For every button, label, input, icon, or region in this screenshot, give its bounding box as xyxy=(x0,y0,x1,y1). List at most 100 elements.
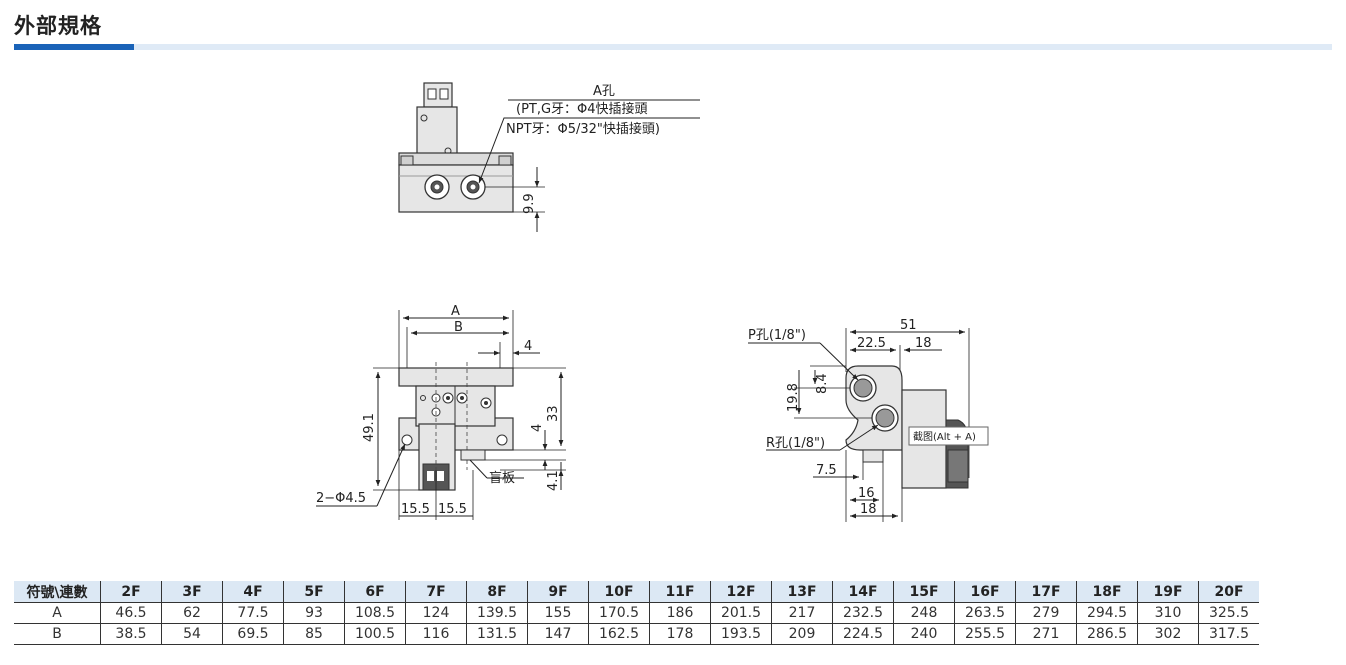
spec-table-cell: 69.5 xyxy=(222,623,284,645)
spec-table-cell: 201.5 xyxy=(710,602,772,624)
port-a-left xyxy=(424,174,450,200)
dim-8-4: 8.4 xyxy=(815,373,830,394)
dim-51: 51 xyxy=(900,318,917,333)
dim-4-top: 4 xyxy=(524,339,532,354)
spec-table-column-header: 18F xyxy=(1076,581,1138,603)
spec-table-column-header: 11F xyxy=(649,581,711,603)
spec-table-cell: 286.5 xyxy=(1076,623,1138,645)
port-r xyxy=(871,404,899,432)
spec-table-cell: 178 xyxy=(649,623,711,645)
spec-table-cell: 217 xyxy=(771,602,833,624)
spec-table-cell: 186 xyxy=(649,602,711,624)
spec-table-cell: 317.5 xyxy=(1198,623,1259,645)
spec-table-cell: 54 xyxy=(161,623,223,645)
spec-table-column-header: 17F xyxy=(1015,581,1077,603)
front-view: A B 4 盲板 xyxy=(316,304,566,520)
spec-table-cell: 279 xyxy=(1015,602,1077,624)
blank-plate-label: 盲板 xyxy=(489,470,515,486)
spec-table-column-header: 7F xyxy=(405,581,467,603)
port-a-right xyxy=(460,174,486,200)
mount-hole-label: 2−Φ4.5 xyxy=(316,491,366,506)
spec-table-column-header: 2F xyxy=(100,581,162,603)
spec-table-column-header: 3F xyxy=(161,581,223,603)
spec-table-cell: 240 xyxy=(893,623,955,645)
spec-table-column-header: 9F xyxy=(527,581,589,603)
spec-table-cell: 302 xyxy=(1137,623,1199,645)
top-view: A孔 (PT,G牙：Φ4快插接頭 NPT牙：Φ5/32"快插接頭) 9.9 xyxy=(398,82,700,232)
dim-49-1: 49.1 xyxy=(362,413,377,442)
spec-table-column-header: 12F xyxy=(710,581,772,603)
spec-table-cell: 224.5 xyxy=(832,623,894,645)
port-p-label: P孔(1/8") xyxy=(748,328,806,343)
dim-19-8: 19.8 xyxy=(786,383,801,412)
front-manifold-top xyxy=(398,367,514,387)
dim-15-5-left: 15.5 xyxy=(401,502,430,517)
spec-table-cell: 248 xyxy=(893,602,955,624)
spec-table-cell: 294.5 xyxy=(1076,602,1138,624)
spec-table-cell: 325.5 xyxy=(1198,602,1259,624)
spec-table-row-label: A xyxy=(14,602,101,624)
dim-18-bottom: 18 xyxy=(860,502,877,517)
spec-table-cell: 147 xyxy=(527,623,589,645)
spec-table-column-header: 10F xyxy=(588,581,650,603)
spec-table-column-header: 6F xyxy=(344,581,406,603)
spec-table-cell: 116 xyxy=(405,623,467,645)
port-a-label: A孔 xyxy=(593,84,615,99)
title-underline-accent xyxy=(14,44,134,50)
spec-table-cell: 232.5 xyxy=(832,602,894,624)
spec-table-cell: 38.5 xyxy=(100,623,162,645)
page-title: 外部規格 xyxy=(14,14,102,38)
port-a-spec-npt: NPT牙：Φ5/32"快插接頭) xyxy=(506,121,660,137)
spec-table-column-header: 8F xyxy=(466,581,528,603)
dim-9-9: 9.9 xyxy=(522,193,537,214)
screenshot-tooltip: 截图(Alt + A) xyxy=(913,430,976,443)
spec-table-cell: 131.5 xyxy=(466,623,528,645)
side-view: 51 22.5 18 P孔(1/8") R孔(1/8") xyxy=(748,318,989,522)
spec-table-cell: 124 xyxy=(405,602,467,624)
spec-table-cell: 100.5 xyxy=(344,623,406,645)
dim-18-top: 18 xyxy=(915,336,932,351)
spec-table-cell: 255.5 xyxy=(954,623,1016,645)
top-coil xyxy=(416,106,458,156)
spec-table-column-header: 5F xyxy=(283,581,345,603)
top-manifold-body xyxy=(398,164,514,213)
mount-hole-left xyxy=(401,434,413,446)
port-r-label: R孔(1/8") xyxy=(766,436,825,451)
dim-7-5: 7.5 xyxy=(816,463,837,478)
spec-table-cell: 93 xyxy=(283,602,345,624)
dim-15-5-right: 15.5 xyxy=(438,502,467,517)
screenshot-tooltip-box xyxy=(908,426,989,446)
spec-table-cell: 85 xyxy=(283,623,345,645)
spec-table-column-header: 15F xyxy=(893,581,955,603)
dim-4-1: 4.1 xyxy=(546,470,561,491)
spec-table-cell: 46.5 xyxy=(100,602,162,624)
dim-b: B xyxy=(454,320,463,335)
port-p xyxy=(849,374,877,402)
spec-table-cell: 108.5 xyxy=(344,602,406,624)
spec-table-column-header: 13F xyxy=(771,581,833,603)
title-underline xyxy=(14,44,1332,50)
spec-table-cell: 62 xyxy=(161,602,223,624)
spec-table-row-label: B xyxy=(14,623,101,645)
spec-table-column-header: 14F xyxy=(832,581,894,603)
spec-table-cell: 263.5 xyxy=(954,602,1016,624)
spec-table-cell: 271 xyxy=(1015,623,1077,645)
dim-16: 16 xyxy=(858,486,875,501)
spec-table-column-header: 20F xyxy=(1198,581,1259,603)
spec-table-cell: 155 xyxy=(527,602,589,624)
spec-table-cell: 162.5 xyxy=(588,623,650,645)
dim-33: 33 xyxy=(546,405,561,422)
spec-table-cell: 310 xyxy=(1137,602,1199,624)
spec-table-corner-header: 符號\連數 xyxy=(14,581,101,603)
spec-table-cell: 209 xyxy=(771,623,833,645)
spec-table-cell: 170.5 xyxy=(588,602,650,624)
spec-table-column-header: 19F xyxy=(1137,581,1199,603)
spec-table-cell: 193.5 xyxy=(710,623,772,645)
dim-a: A xyxy=(451,304,460,319)
spec-table-column-header: 16F xyxy=(954,581,1016,603)
spec-table-column-header: 4F xyxy=(222,581,284,603)
port-a-spec-pt: (PT,G牙：Φ4快插接頭 xyxy=(516,101,648,117)
